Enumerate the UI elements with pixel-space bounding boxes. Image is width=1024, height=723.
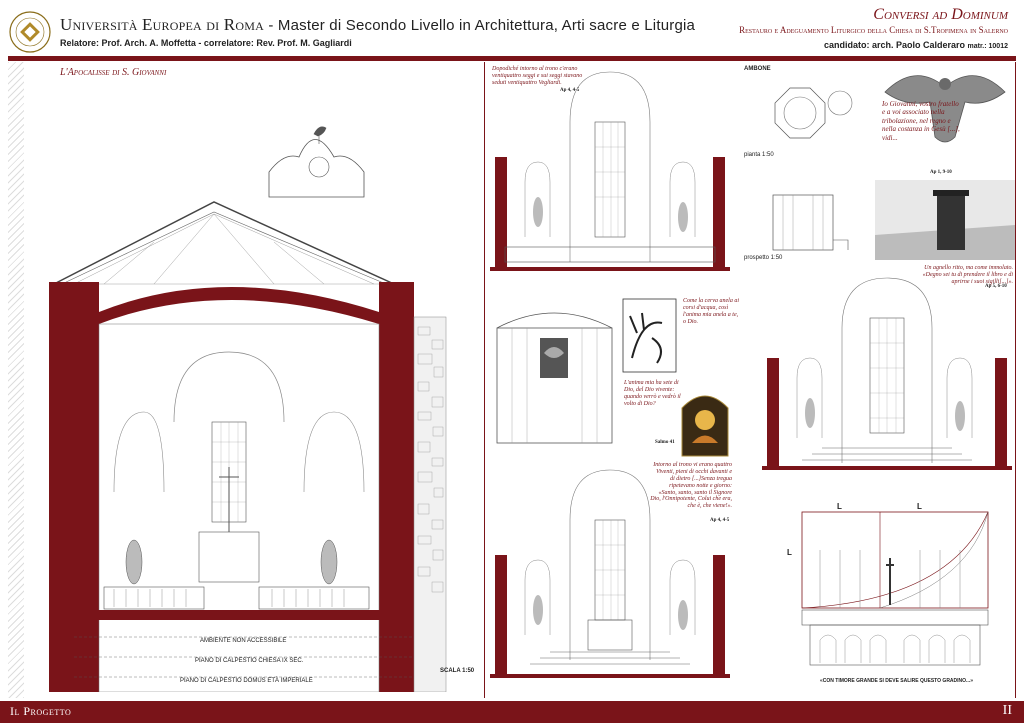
prospetto-label: prospetto 1:50 [744, 255, 783, 261]
dim-l-top-2: L [917, 502, 922, 511]
panel-divider-1 [484, 62, 485, 698]
project-title: Conversi ad Dominum [873, 6, 1008, 23]
header-title: Università Europea di Roma - Master di S… [60, 15, 695, 35]
ambone-render [875, 180, 1015, 260]
level-label-3: PIANO DI CALPESTIO DOMUS ETÀ IMPERIALE [180, 678, 313, 684]
candidate-name: candidato: arch. Paolo Calderaro [823, 40, 965, 50]
rooster-weathervane-icon [313, 126, 327, 144]
left-frame-hatch [8, 62, 24, 698]
psalm-text-2: L'anima mia ha sete di Dio, del Dio vive… [624, 380, 681, 407]
ref-1: Ap 1, 9-10 [930, 170, 952, 175]
candidate-matricola: matr.: 10012 [967, 43, 1008, 50]
ambone-prospetto [772, 194, 849, 251]
ambone-plan [774, 87, 853, 139]
ref-2: Ap 5, 6-10 [985, 284, 1007, 289]
crucifix-icon [886, 558, 894, 605]
pianta-label: pianta 1:50 [744, 152, 774, 158]
altar-caption: «CON TIMORE GRANDE SI DEVE SALIRE QUESTO… [820, 678, 973, 684]
level-label-2: PIANO DI CALPESTIO CHIESA IX SEC. [195, 658, 304, 664]
apse-elevation-bottom [490, 469, 730, 678]
footer-page-number: II [1002, 703, 1012, 718]
dim-l-side: L [787, 548, 792, 557]
university-seal-logo [9, 11, 51, 53]
quote-1: Io Giovanni, vostro fratello e a voi ass… [882, 100, 960, 142]
eagle-relief-icon [544, 347, 564, 358]
ref-bottom: Ap 4, 4-5 [710, 518, 730, 523]
proportion-diagram [801, 511, 989, 609]
level-label-1: AMBIENTE NON ACCESSIBILE [200, 638, 287, 644]
left-panel-title: L'Apocalisse di S. Giovanni [60, 67, 167, 78]
note-bottom: Intorno al trono vi erano quattro Vivent… [650, 462, 732, 510]
dim-l-top: L [837, 502, 842, 511]
deer-symbol-icon [622, 298, 677, 373]
panel-divider-2 [1015, 62, 1016, 698]
ref-top: Ap 4, 4-5 [560, 88, 580, 93]
icon-painting [681, 395, 729, 457]
note-top: Dopodiché intorno al trono c'erano venti… [492, 66, 583, 86]
psalm-ref: Salmo 41 [655, 440, 675, 445]
psalm-text-1: Come la cerva anela ai corsi d'acqua, co… [683, 298, 739, 325]
relatore-line: Relatore: Prof. Arch. A. Moffetta - corr… [60, 38, 352, 48]
altar-elevation [801, 609, 989, 666]
header-divider [8, 56, 1016, 61]
ambone-elevation [496, 312, 613, 444]
scale-label: SCALA 1:50 [440, 668, 475, 674]
quote-2: Un agnello ritto, ma come immolato. «Deg… [922, 265, 1013, 286]
footer-section: Il Progetto [10, 704, 72, 718]
candidate-line: candidato: arch. Paolo Calderaro matr.: … [824, 40, 1008, 50]
project-subtitle: Restauro e Adeguamento Liturgico della C… [739, 25, 1008, 35]
ambone-label: AMBONE [744, 66, 771, 72]
university-name: Università Europea di Roma [60, 15, 264, 34]
footer-bar [0, 701, 1024, 723]
eagle-sculpture [884, 75, 1006, 143]
master-name: - Master di Secondo Livello in Architett… [268, 17, 696, 34]
church-section-drawing [49, 126, 447, 692]
apse-elevation-top [490, 71, 730, 271]
apse-elevation-right [762, 277, 1012, 470]
